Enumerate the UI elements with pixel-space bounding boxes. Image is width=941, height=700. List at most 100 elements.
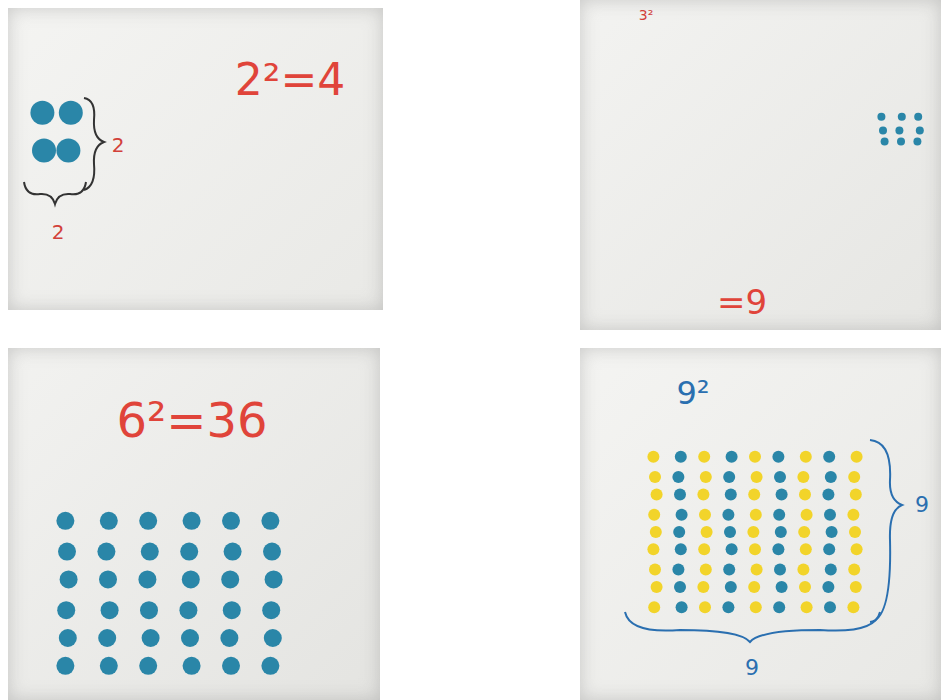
dot [847,601,859,613]
dot [262,601,280,619]
dot [672,471,684,483]
dot [772,543,784,555]
brace [625,612,880,642]
dot [801,509,813,521]
dot [179,601,197,619]
dot [647,543,659,555]
brace [24,182,86,204]
dot [916,127,924,135]
dot [265,570,283,588]
dot [898,113,906,121]
dot [773,601,785,613]
dot [726,451,738,463]
dot [773,509,785,521]
dimension-label: 2 [52,222,65,242]
dot [700,564,712,576]
dot [59,629,77,647]
dot [697,488,709,500]
dot [700,471,712,483]
dot [824,601,836,613]
dot [825,564,837,576]
dot [98,629,116,647]
dot [825,471,837,483]
dot [183,512,201,530]
dot [223,601,241,619]
paper-photo [580,0,941,330]
dot [698,543,710,555]
dimension-label: 9 [915,494,929,516]
dot [261,657,279,675]
dot [100,657,118,675]
dot [650,526,662,538]
dot [676,509,688,521]
paper-photo [580,348,941,700]
dot [100,512,118,530]
dot [881,137,889,145]
dot [651,488,663,500]
brace [870,440,902,622]
dot [725,488,737,500]
dot [674,488,686,500]
dot [850,488,862,500]
dot [879,127,887,135]
dot [747,526,759,538]
equation-label: 9² [676,377,709,409]
dot [772,451,784,463]
dot [261,512,279,530]
dot [749,451,761,463]
dot [139,657,157,675]
dot [101,601,119,619]
dot [726,543,738,555]
brace [84,98,104,190]
dot [58,543,76,561]
dot [59,101,83,125]
dot [651,581,663,593]
dot [139,512,157,530]
dot [701,526,713,538]
dot [648,601,660,613]
dot [649,564,661,576]
dot-grids [30,101,923,675]
dot [823,543,835,555]
dot [776,581,788,593]
dot [32,139,56,163]
dot [897,137,905,145]
dot [181,629,199,647]
dot [914,113,922,121]
dot [799,488,811,500]
dot [675,543,687,555]
dimension-label: 9 [745,657,759,679]
dot [138,570,156,588]
dot [748,581,760,593]
dot [97,543,115,561]
dot [750,509,762,521]
equation-label: 6²=36 [116,396,267,444]
dot [142,629,160,647]
dot [672,564,684,576]
dimension-label: 2 [112,135,125,155]
dot [751,564,763,576]
dot [649,471,661,483]
dot [99,570,117,588]
dot [748,488,760,500]
dot [797,471,809,483]
dot [826,526,838,538]
dot [697,581,709,593]
dot [775,526,787,538]
dot [722,509,734,521]
dot [647,451,659,463]
dot [847,509,859,521]
dot [180,543,198,561]
dot [723,471,735,483]
dot [222,657,240,675]
dot [648,509,660,521]
dot [799,581,811,593]
dot [849,526,861,538]
dot [822,581,834,593]
dot [224,543,242,561]
dot [800,451,812,463]
dot [56,512,74,530]
dot [823,451,835,463]
